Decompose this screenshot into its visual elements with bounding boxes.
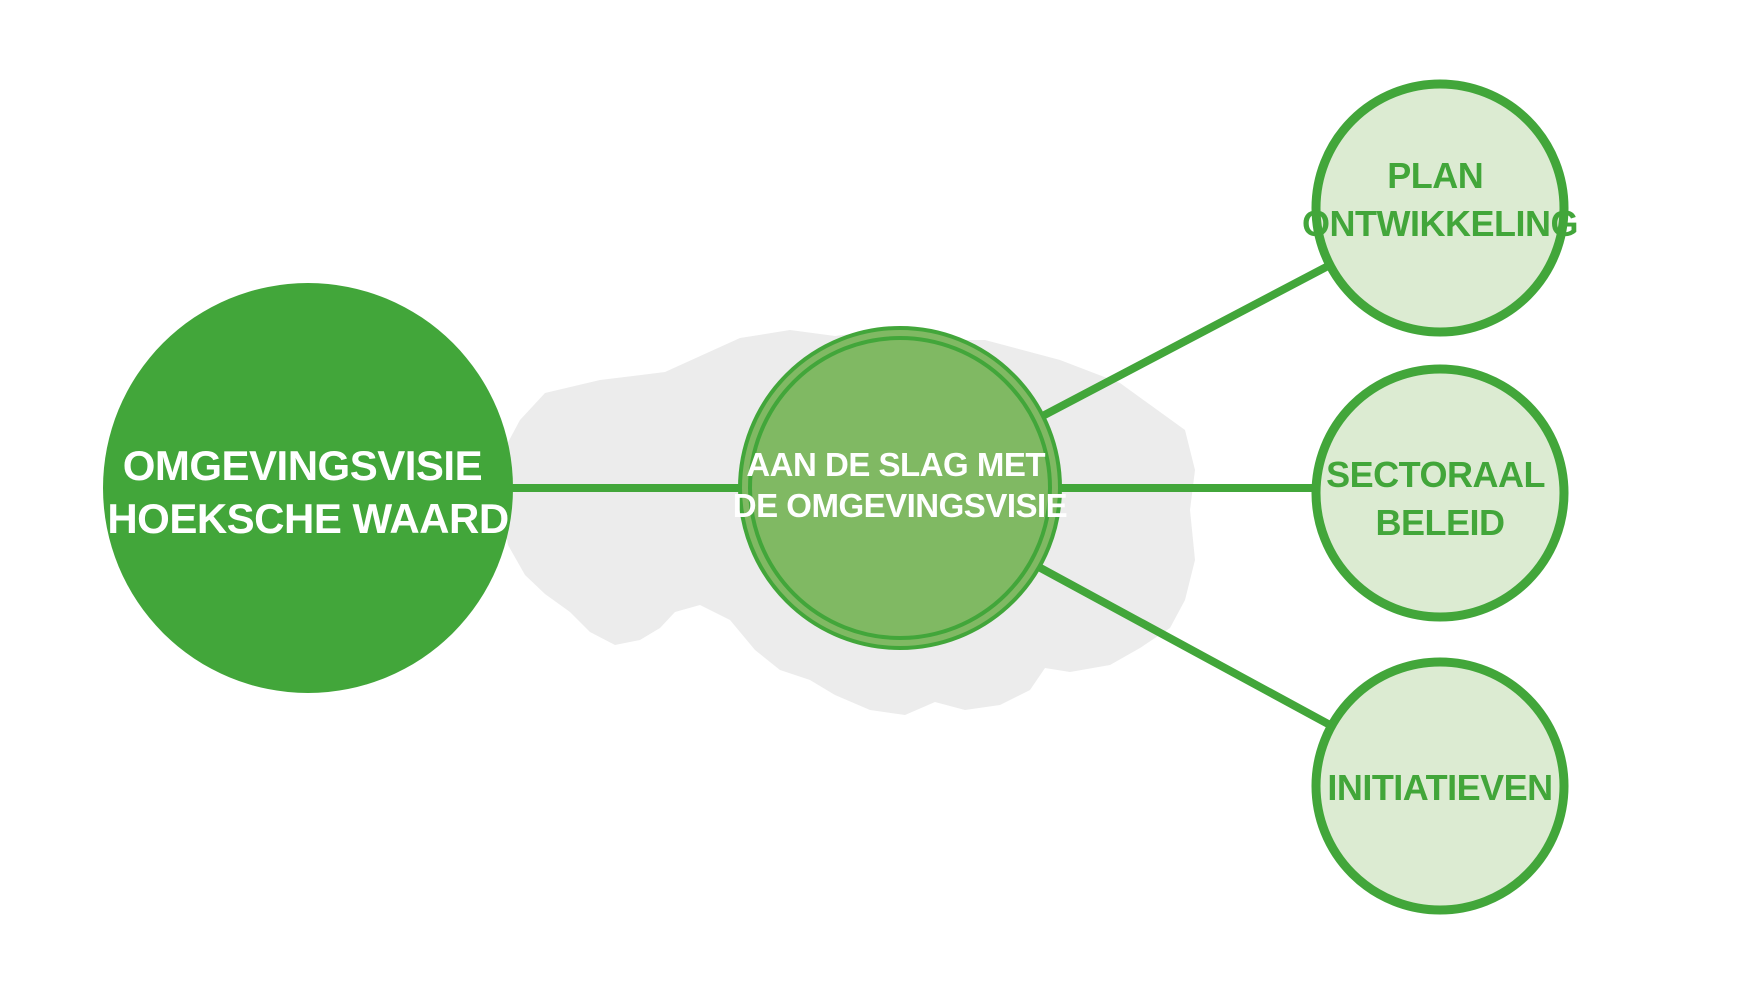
- node-aan-de-slag: AAN DE SLAG MET DE OMGEVINGSVISIE: [733, 326, 1068, 650]
- node-omgevingsvisie: OMGEVINGSVISIE HOEKSCHE WAARD: [103, 283, 513, 693]
- connector-center-init: [1033, 561, 1332, 729]
- node-init-line1: INITIATIEVEN: [1327, 767, 1552, 808]
- node-sector-line2: BELEID: [1375, 502, 1504, 543]
- connector-center-plan: [1033, 261, 1332, 424]
- node-sector-circle: [1311, 364, 1569, 622]
- node-plan-line1: PLAN: [1387, 155, 1483, 196]
- node-sector-text: SECTORAAL BELEID: [1326, 454, 1554, 543]
- node-plan-text: PLAN ONTWIKKELING: [1302, 155, 1578, 244]
- node-center-line1: AAN DE SLAG MET: [746, 446, 1045, 483]
- node-main-line1: OMGEVINGSVISIE: [123, 442, 482, 489]
- node-center-text: AAN DE SLAG MET DE OMGEVINGSVISIE: [733, 446, 1067, 524]
- node-center-line2: DE OMGEVINGSVISIE: [733, 487, 1067, 524]
- node-plan-ontwikkeling: PLAN ONTWIKKELING: [1302, 79, 1578, 337]
- node-init-circle: [1311, 657, 1569, 915]
- node-sectoraal-beleid: SECTORAAL BELEID: [1311, 364, 1569, 622]
- node-main-line2: HOEKSCHE WAARD: [107, 495, 508, 542]
- node-plan-line2: ONTWIKKELING: [1302, 203, 1578, 244]
- node-main-circle: [103, 283, 513, 693]
- node-initiatieven: INITIATIEVEN: [1311, 657, 1569, 915]
- node-init-text: INITIATIEVEN: [1327, 767, 1552, 808]
- node-sector-line1: SECTORAAL: [1326, 454, 1544, 495]
- node-main-text: OMGEVINGSVISIE HOEKSCHE WAARD: [107, 442, 508, 542]
- node-plan-circle: [1311, 79, 1569, 337]
- node-center-ring: [748, 336, 1052, 640]
- node-center-outer: [738, 326, 1062, 650]
